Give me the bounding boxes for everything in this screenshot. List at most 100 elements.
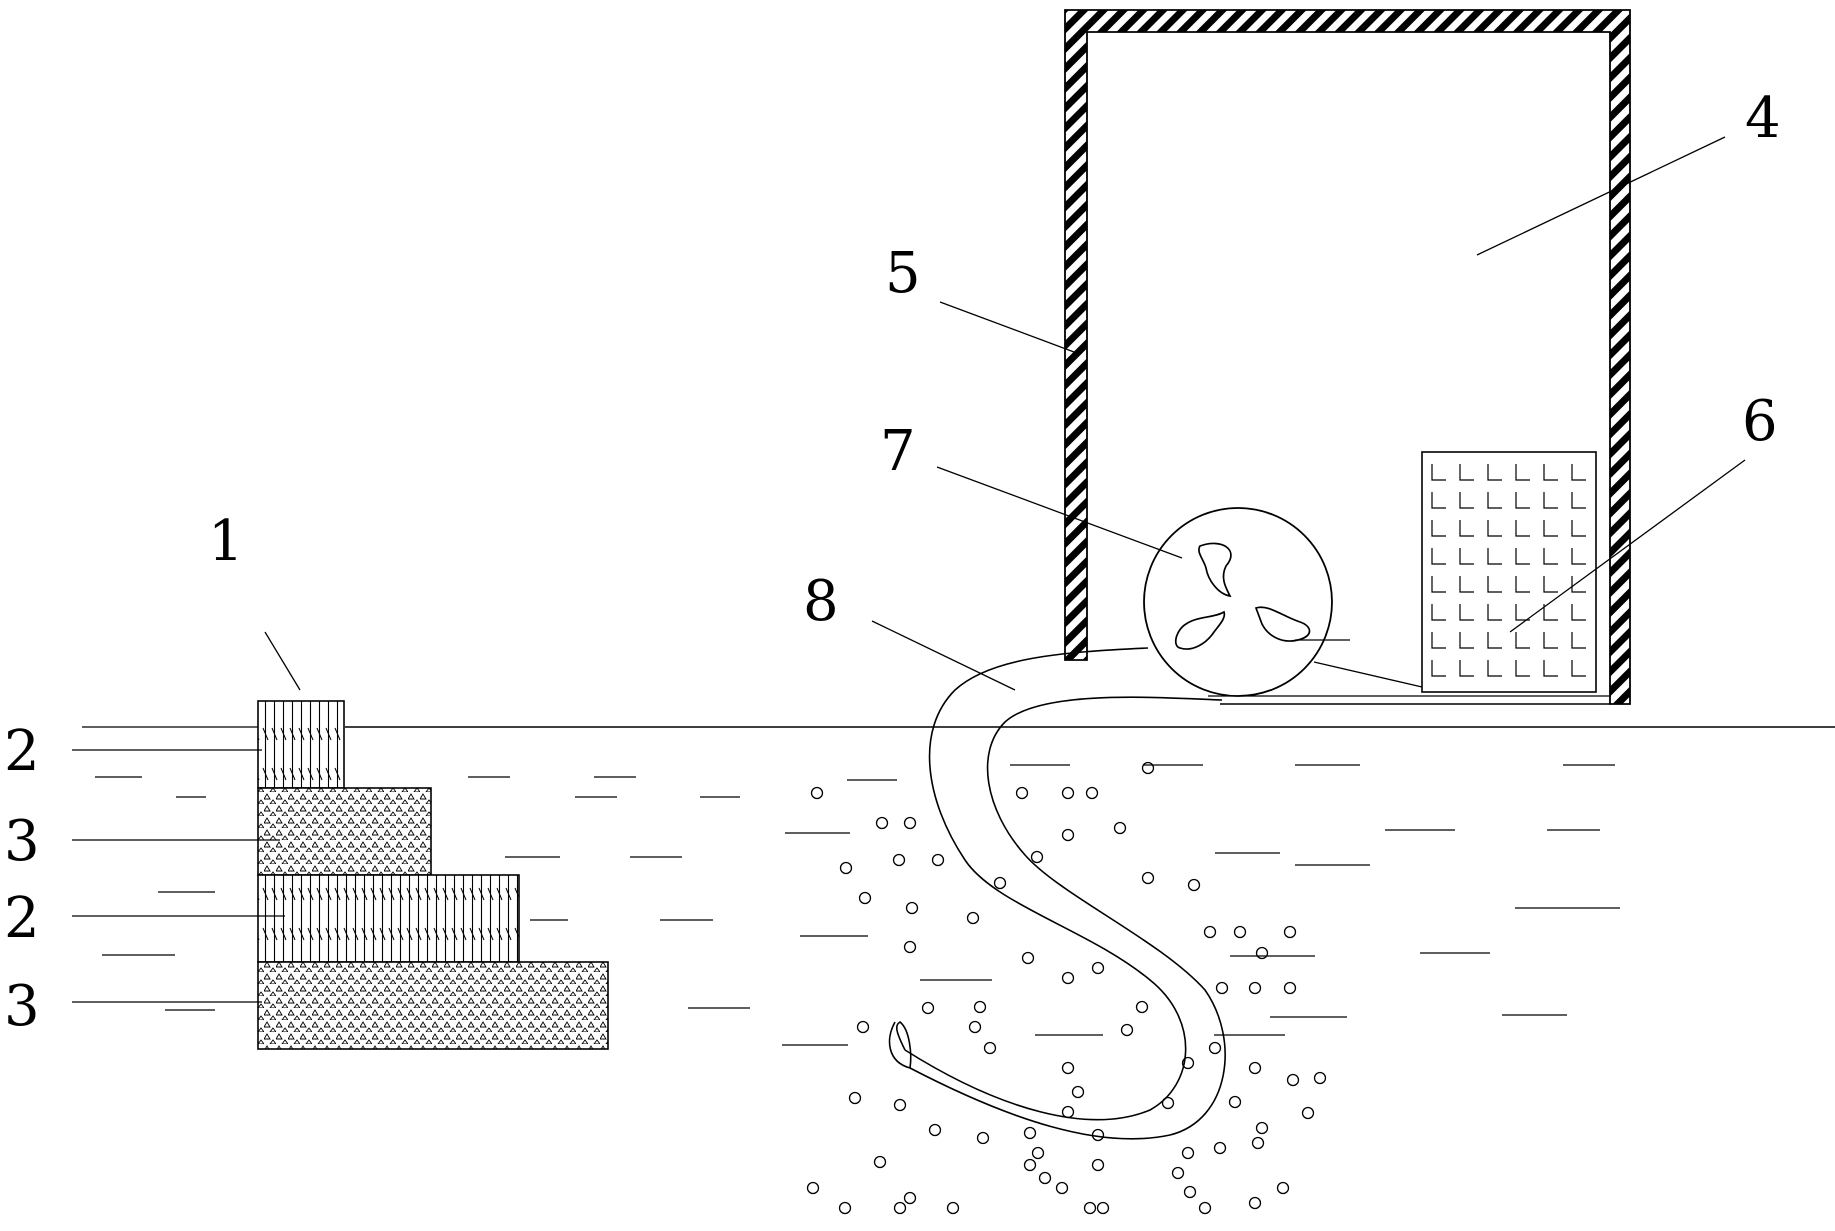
grid-cell bbox=[1459, 520, 1474, 537]
soil-particle bbox=[1248, 1196, 1262, 1210]
soil-particle bbox=[1301, 1106, 1315, 1120]
grid-cell bbox=[1487, 548, 1502, 565]
soil-particle bbox=[1061, 971, 1075, 985]
soil-particle bbox=[1061, 786, 1075, 800]
grid-cell bbox=[1459, 464, 1474, 481]
soil-particle bbox=[1181, 1056, 1195, 1070]
soil-particle bbox=[976, 1131, 990, 1145]
soil-particle bbox=[1203, 925, 1217, 939]
grid-cell bbox=[1515, 464, 1530, 481]
grid-cell bbox=[1543, 604, 1558, 621]
grid-cell bbox=[1431, 604, 1446, 621]
soil-particle bbox=[1187, 878, 1201, 892]
soil-particle bbox=[1085, 786, 1099, 800]
soil-particle bbox=[1248, 981, 1262, 995]
soil-particle bbox=[873, 1155, 887, 1169]
soil-particle bbox=[1061, 1105, 1075, 1119]
grid-cell bbox=[1459, 548, 1474, 565]
label-3-upper: 3 bbox=[4, 809, 40, 874]
grid-cell bbox=[1487, 604, 1502, 621]
grid-cell bbox=[1515, 632, 1530, 649]
soil-particle bbox=[1283, 981, 1297, 995]
soil-particle bbox=[1083, 1201, 1097, 1215]
soil-particle bbox=[1091, 1158, 1105, 1172]
grid-cell bbox=[1543, 660, 1558, 677]
soil-particle bbox=[1061, 828, 1075, 842]
label-8: 8 bbox=[803, 569, 839, 634]
soil-particle bbox=[928, 1123, 942, 1137]
s-shaped-hose bbox=[888, 647, 1423, 1140]
grid-cell bbox=[1431, 632, 1446, 649]
soil-particle bbox=[1071, 1085, 1085, 1099]
layer-2-lower bbox=[257, 874, 520, 963]
soil-particle bbox=[1031, 1146, 1045, 1160]
three-blade-fan-icon bbox=[1143, 507, 1333, 697]
grid-cell bbox=[1487, 660, 1502, 677]
soil-particle bbox=[1023, 1126, 1037, 1140]
label-3-lower: 3 bbox=[4, 974, 40, 1039]
grid-cell bbox=[1571, 576, 1586, 593]
soil-particle bbox=[1183, 1185, 1197, 1199]
grid-cell bbox=[1515, 576, 1530, 593]
soil-particle bbox=[905, 901, 919, 915]
grid-cell bbox=[1515, 492, 1530, 509]
grid-cell bbox=[1515, 660, 1530, 677]
soil-particle bbox=[903, 816, 917, 830]
soil-particle bbox=[931, 853, 945, 867]
grid-cell bbox=[1459, 576, 1474, 593]
soil-particle bbox=[838, 1201, 852, 1215]
grid-cell bbox=[1459, 660, 1474, 677]
soil-texture bbox=[95, 639, 1620, 1215]
soil-particle bbox=[1283, 925, 1297, 939]
soil-particle bbox=[993, 876, 1007, 890]
grid-cell bbox=[1571, 548, 1586, 565]
soil-particle bbox=[1055, 1181, 1069, 1195]
grid-cell bbox=[1459, 632, 1474, 649]
soil-particle bbox=[1171, 1166, 1185, 1180]
enclosure bbox=[1064, 9, 1631, 705]
soil-particle bbox=[983, 1041, 997, 1055]
soil-particle bbox=[1120, 1023, 1134, 1037]
grid-cell bbox=[1571, 520, 1586, 537]
soil-particle bbox=[946, 1201, 960, 1215]
soil-particle bbox=[1030, 850, 1044, 864]
soil-particle bbox=[1091, 1128, 1105, 1142]
soil-particle bbox=[1251, 1136, 1265, 1150]
soil-particle bbox=[921, 1001, 935, 1015]
grid-cell bbox=[1571, 464, 1586, 481]
soil-particle bbox=[1255, 1121, 1269, 1135]
layer-1-top-block bbox=[257, 700, 345, 789]
soil-particle bbox=[1141, 871, 1155, 885]
grid-cell bbox=[1431, 576, 1446, 593]
soil-particle bbox=[1161, 1096, 1175, 1110]
soil-particle bbox=[966, 911, 980, 925]
grid-cell bbox=[1459, 604, 1474, 621]
soil-particle bbox=[1208, 1041, 1222, 1055]
soil-particle bbox=[1135, 1000, 1149, 1014]
soil-particle bbox=[1228, 1095, 1242, 1109]
soil-particle bbox=[973, 1000, 987, 1014]
leader-lines bbox=[72, 136, 1746, 1003]
grid-cell bbox=[1487, 464, 1502, 481]
soil-particle bbox=[1015, 786, 1029, 800]
soil-particle bbox=[1096, 1201, 1110, 1215]
grid-cell bbox=[1571, 660, 1586, 677]
grid-cell bbox=[1431, 492, 1446, 509]
label-5: 5 bbox=[885, 241, 921, 306]
label-7: 7 bbox=[880, 419, 916, 484]
soil-particle bbox=[1286, 1073, 1300, 1087]
soil-particle bbox=[1141, 761, 1155, 775]
soil-particle bbox=[892, 853, 906, 867]
soil-particle bbox=[1181, 1146, 1195, 1160]
soil-particle bbox=[839, 861, 853, 875]
soil-particle bbox=[903, 1191, 917, 1205]
label-4: 4 bbox=[1745, 86, 1781, 151]
soil-particle bbox=[1233, 925, 1247, 939]
grid-cell bbox=[1571, 632, 1586, 649]
grid-cell bbox=[1487, 576, 1502, 593]
grid-cell bbox=[1543, 576, 1558, 593]
grid-cell bbox=[1543, 492, 1558, 509]
soil-particle bbox=[1023, 1158, 1037, 1172]
grid-cell bbox=[1515, 548, 1530, 565]
